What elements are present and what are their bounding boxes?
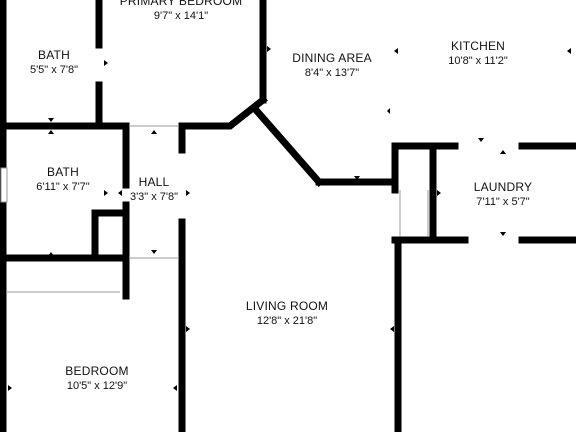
room-dimensions: 6'11" x 7'7" <box>36 181 90 193</box>
room-hall: HALL 3'3" x 7'8" <box>130 175 178 205</box>
room-dimensions: 9'7" x 14'1" <box>153 10 209 22</box>
door-marker <box>8 385 12 391</box>
door-marker <box>437 190 441 196</box>
door-marker <box>500 232 506 236</box>
room-dimensions: 5'5" x 7'8" <box>29 64 79 76</box>
room-dining-area: DINING AREA 8'4" x 13'7" <box>292 51 372 81</box>
room-bath-1: BATH 5'5" x 7'8" <box>30 48 78 78</box>
door-marker <box>118 190 122 196</box>
door-marker <box>567 48 571 54</box>
room-dimensions: 10'5" x 12'9" <box>66 380 128 392</box>
door-marker <box>104 190 108 196</box>
room-dimensions: 12'8" x 21'8" <box>256 315 318 327</box>
room-name: BATH <box>38 48 70 62</box>
door-marker <box>354 176 360 180</box>
room-dimensions: 7'11" x 5'7" <box>476 196 530 208</box>
door-marker <box>387 108 390 114</box>
room-primary-bedroom: PRIMARY BEDROOM 9'7" x 14'1" <box>120 0 243 24</box>
room-name: KITCHEN <box>450 39 506 53</box>
room-name: LIVING ROOM <box>245 299 329 313</box>
door-marker <box>48 118 54 122</box>
dining-diagonal-wall <box>251 105 324 187</box>
door-marker <box>48 130 54 134</box>
left-window <box>0 167 8 203</box>
room-name: HALL <box>138 175 170 189</box>
door-marker <box>186 190 190 196</box>
room-kitchen: KITCHEN 10'8" x 11'2" <box>448 39 508 69</box>
room-name: LAUNDRY <box>473 180 533 194</box>
door-marker <box>478 138 484 142</box>
room-dimensions: 10'8" x 11'2" <box>448 55 508 67</box>
door-marker <box>173 385 177 391</box>
room-name: BATH <box>47 165 79 179</box>
door-marker <box>186 326 190 332</box>
room-dimensions: 3'3" x 7'8" <box>129 191 179 203</box>
door-marker <box>104 60 108 66</box>
door-marker <box>48 252 54 256</box>
room-bedroom: BEDROOM 10'5" x 12'9" <box>65 364 128 394</box>
room-laundry: LAUNDRY 7'11" x 5'7" <box>474 180 533 210</box>
primary-bedroom-angled-wall <box>178 95 268 130</box>
door-markers <box>8 46 571 391</box>
door-marker <box>394 48 398 54</box>
door-marker <box>500 150 506 154</box>
room-name: BEDROOM <box>65 364 129 378</box>
door-marker <box>151 250 157 254</box>
door-marker <box>390 326 394 332</box>
room-dimensions: 8'4" x 13'7" <box>304 67 360 79</box>
door-marker <box>151 130 157 134</box>
room-living-room: LIVING ROOM 12'8" x 21'8" <box>246 299 328 329</box>
room-name: PRIMARY BEDROOM <box>119 0 243 8</box>
room-bath-2: BATH 6'11" x 7'7" <box>36 165 89 195</box>
door-marker <box>267 46 271 52</box>
room-name: DINING AREA <box>292 51 372 65</box>
